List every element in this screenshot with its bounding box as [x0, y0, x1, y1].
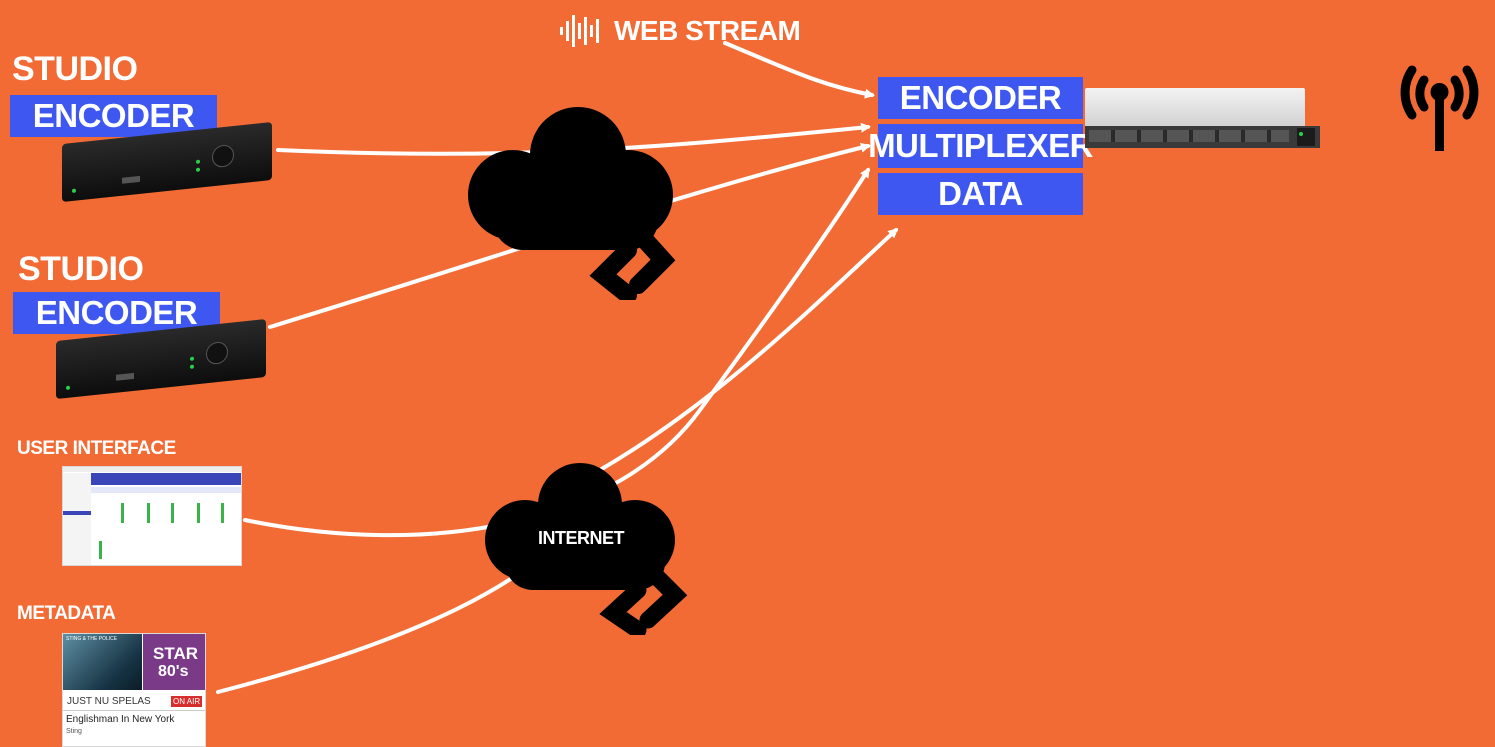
knob [212, 143, 234, 169]
hdmi-port [116, 372, 134, 381]
status-led [72, 188, 76, 193]
metadata-title: METADATA [17, 603, 116, 624]
encoder-box: ENCODER [878, 77, 1083, 119]
status-led [190, 356, 194, 361]
arrow-user-interface [243, 167, 870, 538]
rack-server [1085, 88, 1320, 156]
status-led [190, 364, 194, 369]
web-stream-label: WEB STREAM [614, 15, 801, 46]
album-banner: STING & THE POLICE [66, 636, 118, 642]
arrow-metadata-top [598, 227, 899, 472]
internet-label: INTERNET [538, 528, 625, 548]
status-led [196, 167, 200, 172]
on-air-badge: ON AIR [171, 696, 203, 707]
user-interface-title: USER INTERFACE [17, 438, 176, 459]
station-logo: STAR 80's [143, 634, 205, 690]
status-led [196, 159, 200, 164]
web-stream-label-group: WEB STREAM [560, 12, 801, 50]
data-box: DATA [878, 173, 1083, 215]
cloud-link-icon [485, 463, 688, 635]
song-title: Englishman In New York [66, 714, 175, 725]
cloud-link-icon [468, 107, 676, 300]
studio1-encoder-label: ENCODER [10, 95, 217, 137]
now-playing-label: JUST NU SPELAS [67, 696, 151, 707]
ui-sidebar [63, 473, 91, 565]
ui-header-bar [91, 473, 241, 485]
album-cover: STING & THE POLICE [63, 634, 142, 690]
broadcast-antenna-icon [1400, 65, 1479, 151]
user-interface-screenshot [62, 466, 242, 566]
metadata-card: STING & THE POLICE STAR 80's JUST NU SPE… [62, 633, 206, 747]
status-led [66, 385, 70, 390]
arrow-web-stream [723, 41, 875, 99]
studio1-title: STUDIO [12, 50, 138, 88]
knob [206, 340, 228, 366]
waveform-icon [560, 15, 599, 47]
studio2-title: STUDIO [18, 250, 144, 288]
hdmi-port [122, 175, 140, 184]
artist-name: Sting [66, 728, 82, 735]
multiplexer-box: MULTIPLEXER [868, 124, 1093, 168]
